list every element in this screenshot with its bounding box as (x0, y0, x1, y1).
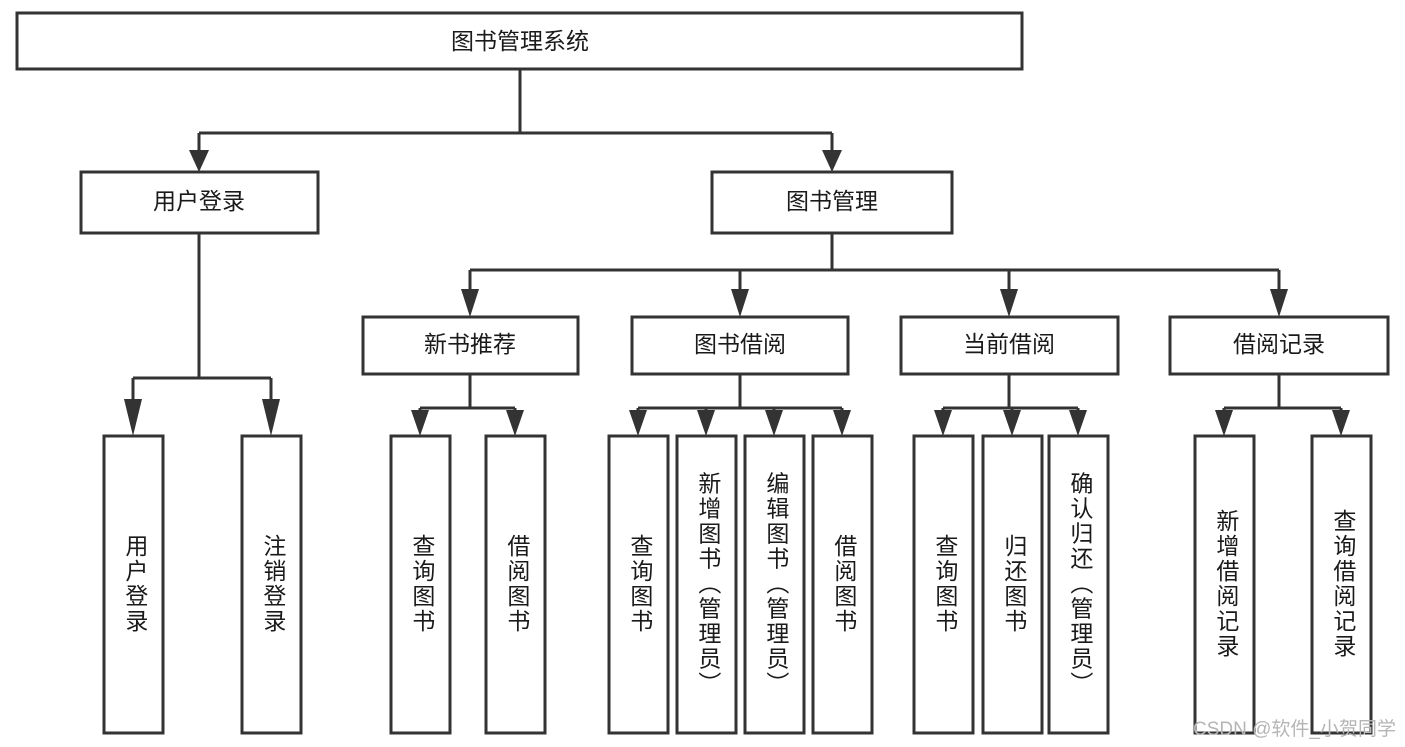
leaf-query-record-label: 查询借阅记录 (1330, 509, 1357, 659)
node-user-login-label: 用户登录 (153, 188, 245, 214)
leaf-user-login[interactable]: 用户登录 (102, 434, 165, 735)
node-new-book-recommend-box[interactable] (361, 315, 580, 376)
leaf-return-book-box[interactable] (981, 434, 1044, 735)
leaf-user-logout-box[interactable] (240, 434, 303, 735)
arrow-head-leaf-user-login (124, 399, 142, 436)
leaf-add-book[interactable]: 新增图书（管理员） (675, 434, 738, 735)
leaf-edit-book-box[interactable] (743, 434, 806, 735)
arrow-head-book-management (822, 150, 842, 172)
node-current-borrow-label: 当前借阅 (963, 331, 1055, 357)
node-root-box[interactable] (15, 11, 1024, 71)
node-new-book-recommend[interactable]: 新书推荐 (361, 315, 580, 376)
leaf-borrow-book-2-box[interactable] (811, 434, 874, 735)
leaf-confirm-return-label: 确认归还（管理员） (1067, 472, 1094, 697)
node-current-borrow-box[interactable] (899, 315, 1120, 376)
arrow-head-borrow-record (1270, 289, 1288, 317)
leaf-user-login-box[interactable] (102, 434, 165, 735)
leaf-confirm-return-box[interactable] (1047, 434, 1110, 735)
arrow-head-leaf-return-book (1003, 410, 1021, 436)
leaf-query-book-2-label: 查询图书 (627, 534, 654, 634)
leaf-query-book-3[interactable]: 查询图书 (912, 434, 975, 735)
leaf-query-book-3-box[interactable] (912, 434, 975, 735)
leaf-borrow-book-1-box[interactable] (484, 434, 547, 735)
leaf-query-record[interactable]: 查询借阅记录 (1310, 434, 1373, 735)
leaf-borrow-book-2-label: 借阅图书 (831, 534, 858, 634)
node-book-management-label: 图书管理 (786, 188, 878, 214)
node-book-management[interactable]: 图书管理 (710, 170, 954, 235)
node-book-borrow[interactable]: 图书借阅 (630, 315, 850, 376)
leaf-add-book-label: 新增图书（管理员） (695, 472, 722, 697)
arrow-head-new-book-recommend (461, 289, 479, 317)
leaf-borrow-book-1[interactable]: 借阅图书 (484, 434, 547, 735)
arrow-head-leaf-borrow-book-2 (833, 410, 851, 436)
leaf-add-record-label: 新增借阅记录 (1213, 509, 1240, 659)
node-book-borrow-label: 图书借阅 (694, 331, 786, 357)
node-new-book-recommend-label: 新书推荐 (424, 331, 516, 357)
arrow-head-leaf-user-logout (262, 399, 280, 436)
node-user-login-box[interactable] (79, 170, 320, 235)
node-book-borrow-box[interactable] (630, 315, 850, 376)
leaf-borrow-book-2[interactable]: 借阅图书 (811, 434, 874, 735)
connector-layer (124, 69, 1350, 436)
arrow-head-leaf-query-book-3 (934, 410, 952, 436)
leaf-query-book-1[interactable]: 查询图书 (389, 434, 452, 735)
arrow-head-user-login (189, 150, 209, 172)
node-borrow-record-box[interactable] (1168, 315, 1390, 376)
arrow-head-leaf-query-book-2 (629, 410, 647, 436)
leaf-query-record-box[interactable] (1310, 434, 1373, 735)
leaf-add-record-box[interactable] (1193, 434, 1256, 735)
leaf-confirm-return[interactable]: 确认归还（管理员） (1047, 434, 1110, 735)
leaf-user-logout-label: 注销登录 (260, 534, 287, 634)
arrow-head-current-borrow (1000, 289, 1018, 317)
node-root[interactable]: 图书管理系统 (15, 11, 1024, 71)
leaf-query-book-1-label: 查询图书 (409, 534, 436, 634)
leaf-query-book-2[interactable]: 查询图书 (607, 434, 670, 735)
node-borrow-record[interactable]: 借阅记录 (1168, 315, 1390, 376)
node-current-borrow[interactable]: 当前借阅 (899, 315, 1120, 376)
leaf-query-book-3-label: 查询图书 (932, 534, 959, 634)
arrow-head-leaf-query-book-1 (411, 410, 429, 436)
node-book-management-box[interactable] (710, 170, 954, 235)
node-borrow-record-label: 借阅记录 (1233, 331, 1325, 357)
node-user-login[interactable]: 用户登录 (79, 170, 320, 235)
leaf-user-login-label: 用户登录 (122, 534, 149, 634)
watermark-label: CSDN @软件_小贺同学 (1193, 718, 1396, 740)
leaf-return-book[interactable]: 归还图书 (981, 434, 1044, 735)
leaf-borrow-book-1-label: 借阅图书 (504, 534, 531, 634)
leaf-user-logout[interactable]: 注销登录 (240, 434, 303, 735)
leaf-return-book-label: 归还图书 (1001, 534, 1028, 634)
leaf-add-book-box[interactable] (675, 434, 738, 735)
leaf-add-record[interactable]: 新增借阅记录 (1193, 434, 1256, 735)
leaf-edit-book-label: 编辑图书（管理员） (763, 472, 790, 697)
arrow-head-leaf-borrow-book-1 (506, 410, 524, 436)
node-root-label: 图书管理系统 (451, 28, 589, 54)
leaf-edit-book[interactable]: 编辑图书（管理员） (743, 434, 806, 735)
arrow-head-leaf-add-record (1215, 410, 1233, 436)
arrow-head-leaf-edit-book (765, 410, 783, 436)
leaf-query-book-1-box[interactable] (389, 434, 452, 735)
leaf-query-book-2-box[interactable] (607, 434, 670, 735)
arrow-head-book-borrow (731, 289, 749, 317)
arrow-head-leaf-confirm-return (1069, 410, 1087, 436)
arrow-head-leaf-query-record (1332, 410, 1350, 436)
arrow-head-leaf-add-book (697, 410, 715, 436)
